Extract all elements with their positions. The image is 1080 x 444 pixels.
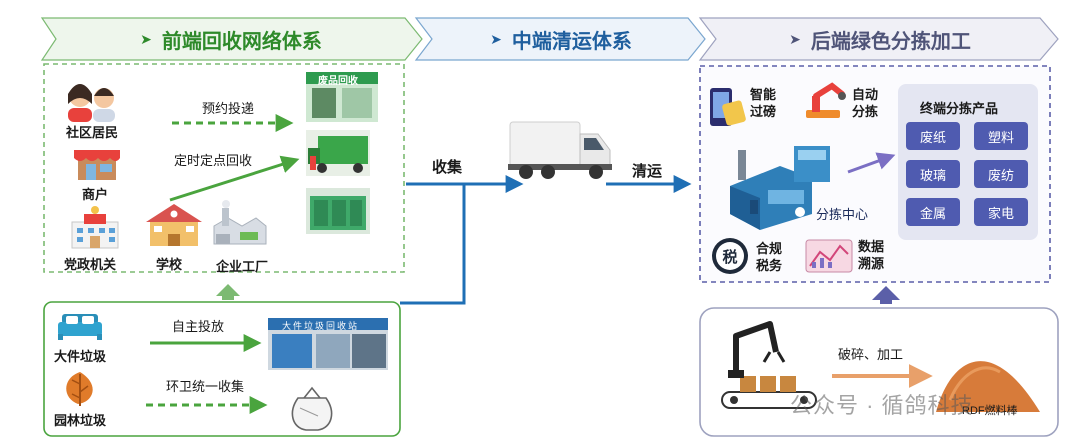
bulky-bed-icon — [58, 314, 102, 340]
recycling-truck-photo — [306, 130, 370, 176]
front-banner-shape — [40, 17, 423, 61]
front-header-label: 前端回收网络体系 — [161, 30, 322, 53]
bulky-station-photo — [268, 318, 388, 370]
middle-banner-shape — [414, 17, 706, 61]
appointment-label: 预约投递 — [202, 101, 255, 116]
school-label: 学校 — [156, 257, 183, 272]
station-sign: 大件垃圾回收站 — [282, 321, 360, 331]
garden-leaf-icon — [66, 372, 93, 406]
enterprise-factory-icon — [213, 200, 267, 245]
data-trace-chart-icon — [805, 239, 853, 273]
community-residents-icon — [68, 84, 115, 122]
product-chip: 金属 — [906, 198, 960, 226]
front-network-header: ➤ 前端回收网络体系 — [40, 18, 422, 60]
smart-weighing-label: 智能过磅 — [750, 87, 777, 119]
to-products-arrow — [847, 152, 896, 174]
government-label: 党政机关 — [64, 257, 117, 272]
enterprise-label: 企业工厂 — [216, 259, 269, 274]
sanitation-label: 环卫统一收集 — [166, 379, 245, 394]
back-up-arrow — [872, 286, 900, 300]
self-delivery-label: 自主投放 — [172, 319, 225, 334]
compliance-tax-label: 合规税务 — [756, 241, 783, 273]
transport-label: 清运 — [632, 163, 663, 180]
sorting-center-label: 分拣中心 — [816, 207, 869, 222]
middle-header-label: 中端清运体系 — [511, 30, 632, 53]
product-chip: 废纸 — [906, 122, 960, 150]
scheduled-label: 定时定点回收 — [174, 153, 253, 168]
middle-transport-header: ➤ 中端清运体系 — [416, 18, 706, 60]
watermark: 公众号 · 循鸽科技 — [790, 393, 974, 418]
kiosk-photo — [306, 72, 378, 122]
kiosk-sign: 废品回收 — [318, 76, 358, 87]
merchant-label: 商户 — [82, 187, 109, 202]
scheduled-arrow — [169, 155, 300, 202]
community-label: 社区居民 — [66, 125, 119, 140]
sorting-center-building-icon — [730, 146, 830, 230]
government-building-icon — [71, 206, 119, 249]
tax-glyph: 税 — [722, 249, 738, 266]
transport-truck-icon — [508, 121, 612, 179]
chevron-right-icon: ➤ — [140, 30, 152, 47]
product-chip: 玻璃 — [906, 160, 960, 188]
back-banner-shape — [698, 17, 1059, 61]
back-processing-header: ➤ 后端绿色分拣加工 — [700, 18, 1060, 60]
chevron-right-icon: ➤ — [789, 30, 801, 47]
product-chip: 家电 — [974, 198, 1028, 226]
products-title: 终端分拣产品 — [920, 101, 999, 116]
up-arrow — [216, 284, 240, 296]
school-icon — [146, 204, 202, 246]
smart-weighing-icon — [710, 88, 746, 126]
back-header-label: 后端绿色分拣加工 — [810, 30, 971, 53]
chevron-right-icon: ➤ — [490, 30, 502, 47]
product-chip: 废纺 — [974, 160, 1028, 188]
collect-label: 收集 — [432, 159, 463, 176]
garden-waste-label: 园林垃圾 — [54, 413, 107, 428]
merchant-shop-icon — [74, 150, 120, 180]
rdf-label: RDF燃料棒 — [962, 405, 1018, 417]
data-trace-label: 数据溯源 — [858, 239, 885, 271]
product-chip: 塑料 — [974, 122, 1028, 150]
garbage-bag-icon — [291, 386, 333, 431]
auto-sorting-robot-icon — [806, 82, 846, 118]
process-label: 破碎、加工 — [838, 347, 904, 362]
rdf-fuel-pile-icon — [936, 361, 1040, 412]
bulky-waste-label: 大件垃圾 — [54, 349, 107, 364]
collect-line-bottom — [400, 184, 466, 305]
recycling-bins-photo — [306, 188, 370, 234]
front-network-frame — [43, 63, 405, 273]
compliance-tax-icon — [712, 238, 748, 274]
crusher-robot-arm-icon — [721, 321, 817, 409]
auto-sorting-label: 自动分拣 — [852, 87, 879, 119]
